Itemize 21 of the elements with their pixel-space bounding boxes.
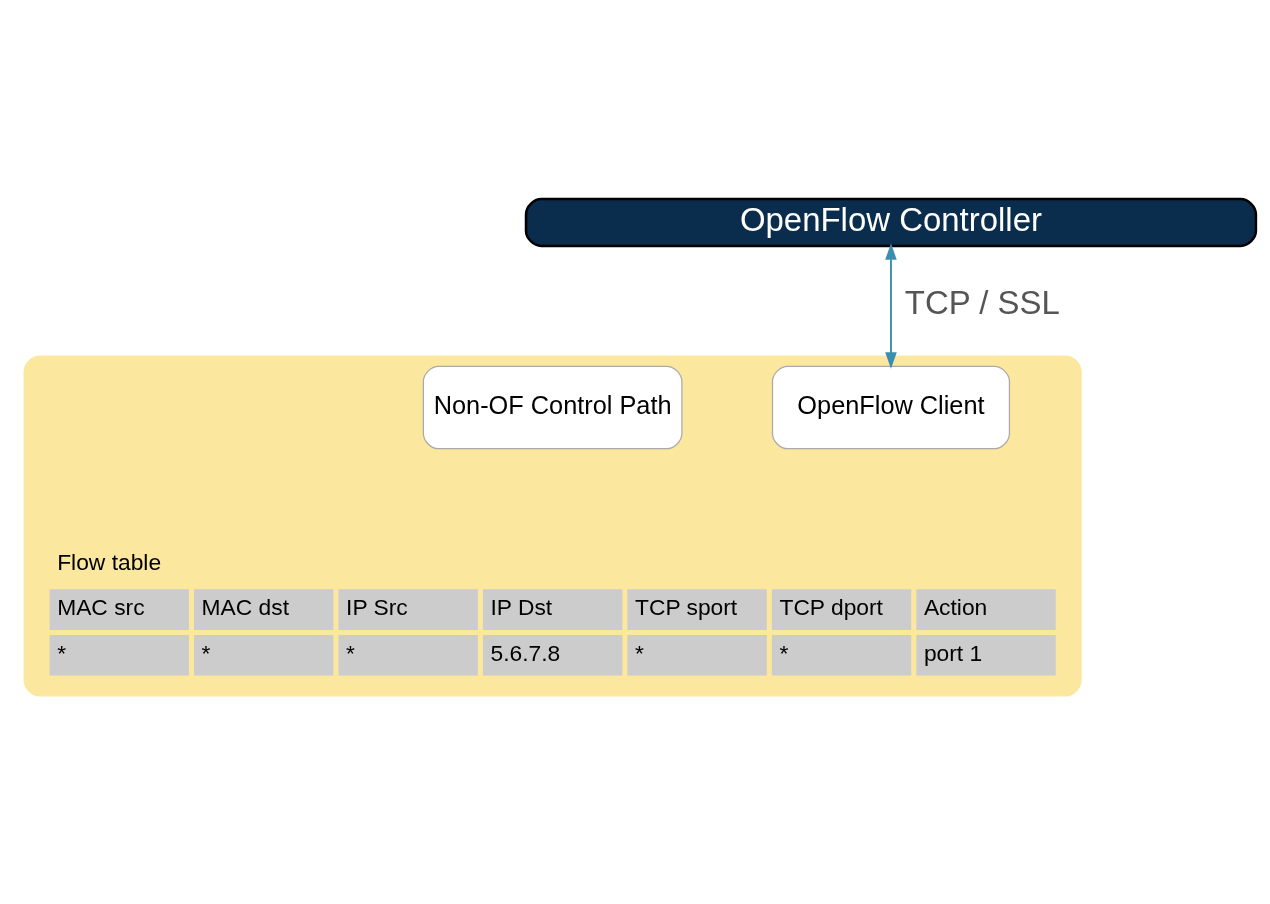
label: Action xyxy=(923,593,988,620)
label: * xyxy=(635,639,644,666)
label: * xyxy=(779,639,789,666)
label: MAC src xyxy=(57,593,145,620)
label: IP Src xyxy=(346,593,408,620)
arrow xyxy=(885,242,897,369)
label: 5.6.7.8 xyxy=(490,639,561,666)
label: TCP dport xyxy=(779,593,883,620)
label: TCP sport xyxy=(635,593,738,620)
cluster xyxy=(23,355,1082,696)
node-box: OpenFlow Controller xyxy=(524,197,1258,247)
node-box: OpenFlow Client xyxy=(771,365,1011,449)
label: MAC dst xyxy=(201,593,290,620)
label: port 1 xyxy=(923,639,983,666)
edge-label: TCP / SSL xyxy=(904,283,1060,321)
label: IP Dst xyxy=(490,593,553,620)
label: * xyxy=(346,639,355,666)
label: * xyxy=(57,639,67,666)
label: Flow table xyxy=(57,548,162,575)
node-box: Non-OF Control Path xyxy=(422,365,683,449)
label: * xyxy=(201,639,211,666)
